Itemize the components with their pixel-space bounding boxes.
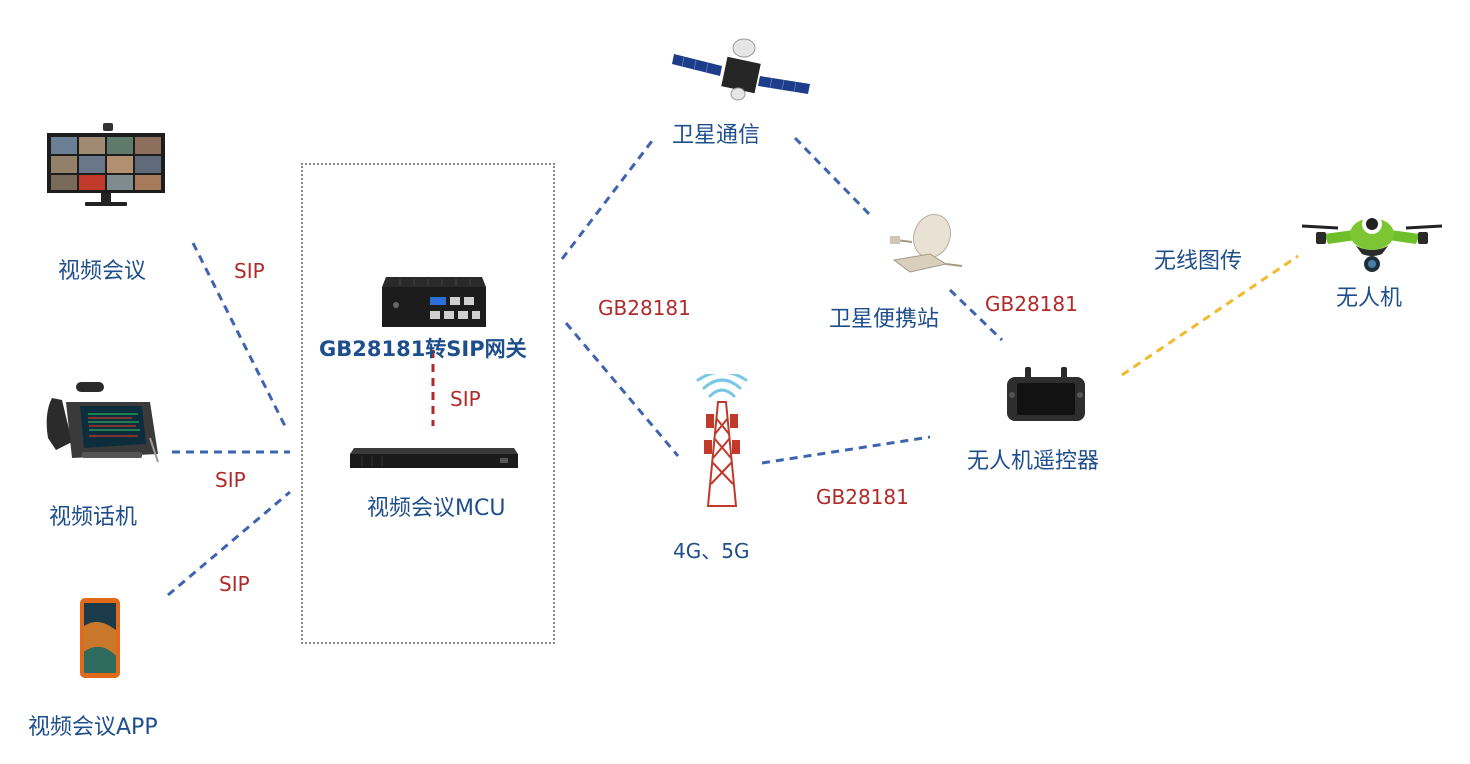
link-app-gateway: [167, 490, 291, 597]
label-sip-app: SIP: [219, 572, 250, 596]
label-sip-gateway-mcu: SIP: [450, 387, 481, 411]
label-satellite: 卫星通信: [672, 123, 761, 148]
label-gateway: GB28181转SIP网关: [319, 337, 527, 361]
link-conference-gateway: [191, 242, 289, 431]
gateway-mini-pc-icon: [382, 277, 486, 327]
cell-tower-icon: [696, 374, 748, 507]
drone-icon: [1301, 214, 1443, 272]
label-gb28181-tower: GB28181: [816, 485, 909, 509]
label-gb28181-station: GB28181: [985, 292, 1078, 316]
label-wireless-video: 无线图传: [1154, 249, 1243, 274]
smartphone-app-icon: [80, 598, 120, 678]
remote-controller-icon: [1007, 367, 1085, 421]
link-tower-controller: [761, 435, 931, 465]
label-sip-conference: SIP: [234, 259, 265, 283]
link-gateway-satellite: [560, 140, 654, 260]
label-drone: 无人机: [1336, 286, 1403, 311]
label-gb28181-gateway: GB28181: [598, 296, 691, 320]
satellite-icon: [672, 38, 810, 101]
link-gateway-tower: [564, 322, 680, 457]
satellite-dish-station-icon: [890, 213, 963, 273]
video-phone-icon: [46, 382, 159, 463]
label-video-conference: 视频会议: [58, 259, 147, 284]
gateway-mcu-boundary: [301, 163, 555, 644]
link-controller-drone: [1121, 254, 1299, 377]
label-cell-tower: 4G、5G: [673, 539, 750, 563]
label-remote-controller: 无人机遥控器: [967, 449, 1100, 474]
mcu-server-icon: [350, 448, 518, 468]
label-mcu: 视频会议MCU: [367, 496, 506, 521]
link-station-controller: [948, 288, 1004, 342]
label-video-app: 视频会议APP: [28, 715, 158, 740]
label-video-phone: 视频话机: [49, 505, 138, 530]
label-portable-station: 卫星便携站: [829, 307, 940, 332]
link-satellite-station: [793, 136, 875, 220]
label-sip-phone: SIP: [215, 468, 246, 492]
video-conference-monitor-icon: [47, 123, 165, 206]
